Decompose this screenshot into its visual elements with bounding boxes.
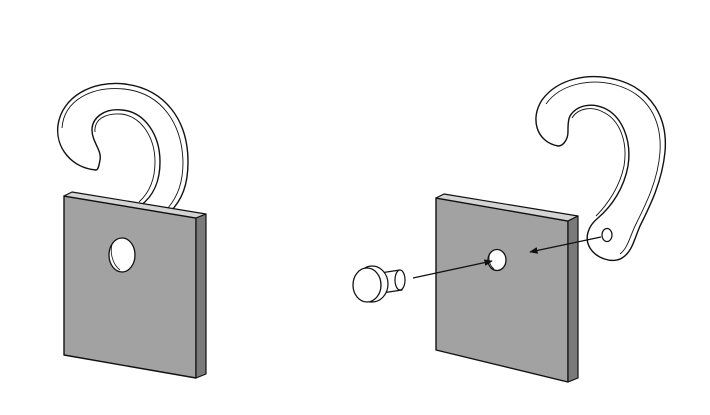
exploded-plate-hole: [487, 248, 507, 272]
assembled-plate: [63, 191, 207, 379]
assembled-hole-shadow: [110, 243, 121, 271]
assembled-hook-body: [57, 82, 189, 213]
assembled-hook: [57, 82, 189, 213]
exploded-hook-thickness: [545, 81, 661, 255]
exploded-plate-face: [435, 197, 569, 383]
exploded-hook-inner-edge: [571, 108, 626, 217]
exploded-view: [352, 75, 667, 383]
mounting-pin: [352, 265, 406, 303]
assembled-plate-hole: [108, 237, 136, 273]
exploded-hook: [535, 75, 667, 262]
assembled-hook-thickness: [61, 88, 184, 209]
exploded-hook-hole: [601, 227, 613, 243]
assembled-view: [57, 82, 207, 379]
pin-to-plate-arrow: [412, 259, 493, 279]
exploded-hook-body: [535, 75, 667, 262]
hook-to-plate-arrow: [529, 236, 602, 254]
assembled-plate-face: [63, 195, 197, 379]
exploded-plate-side-edge: [567, 215, 579, 383]
pin-shaft-end: [394, 269, 406, 291]
assembled-hook-inner-edge: [94, 113, 156, 203]
assembled-plate-side-edge: [195, 213, 207, 379]
exploded-plate: [435, 193, 579, 383]
pin-head-front: [352, 267, 382, 303]
